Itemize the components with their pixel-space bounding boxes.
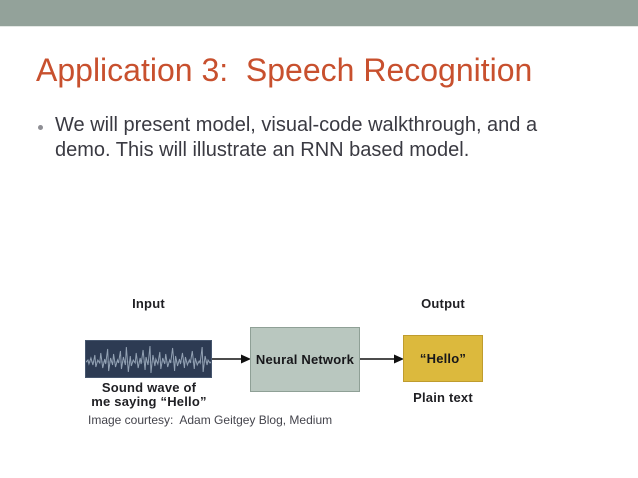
plain-text-label: Plain text xyxy=(413,390,473,405)
arrow-right-icon xyxy=(212,354,251,364)
bullet-icon xyxy=(38,125,43,130)
bullet-text-line-2: demo. This will illustrate an RNN based … xyxy=(55,139,470,161)
hello-output-label: “Hello” xyxy=(419,351,467,366)
diagram-output-label: Output xyxy=(421,296,465,311)
slide-header-bar xyxy=(0,0,638,27)
waveform-icon xyxy=(86,345,211,374)
arrow-right-icon xyxy=(360,354,404,364)
slide-title: Application 3: Speech Recognition xyxy=(36,52,533,88)
soundwave-box xyxy=(85,340,212,378)
hello-output-box: “Hello” xyxy=(403,335,483,382)
waveform-line xyxy=(86,345,211,374)
diagram-input-label: Input xyxy=(132,296,165,311)
soundwave-caption-line-1: Sound wave of xyxy=(101,380,197,395)
image-courtesy-caption: Image courtesy: Adam Geitgey Blog, Mediu… xyxy=(88,413,333,427)
soundwave-caption-line-2: me saying “Hello” xyxy=(91,394,207,409)
bullet-text-line-1: We will present model, visual-code walkt… xyxy=(55,114,538,136)
neural-network-box: Neural Network xyxy=(250,327,360,392)
neural-network-label: Neural Network xyxy=(255,352,355,367)
